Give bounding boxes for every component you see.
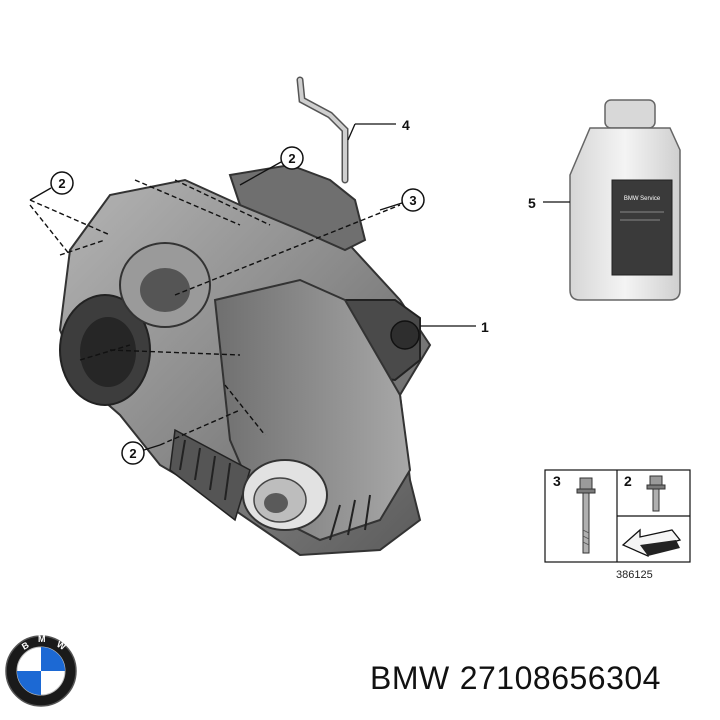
callout-1: 1 <box>420 319 489 335</box>
svg-text:3: 3 <box>409 193 416 208</box>
reference-code: 386125 <box>616 569 653 581</box>
short-bolt-icon <box>646 475 666 512</box>
svg-text:2: 2 <box>58 176 65 191</box>
brand-name: BMW <box>370 660 450 696</box>
callout-2-top-middle: 2 <box>239 146 304 186</box>
callout-2-top-left: 2 <box>29 171 74 201</box>
transfer-case-illustration <box>29 76 432 557</box>
legend-number-3: 3 <box>553 473 561 489</box>
callout-5: 5 <box>528 195 570 211</box>
svg-text:M: M <box>38 634 46 644</box>
oil-bottle-illustration: BMW Service <box>569 99 681 301</box>
legend-number-2: 2 <box>624 473 632 489</box>
oil-bottle-label: BMW Service <box>624 196 661 202</box>
part-number: 27108656304 <box>459 660 661 696</box>
svg-text:5: 5 <box>528 195 536 211</box>
svg-text:2: 2 <box>129 446 136 461</box>
svg-text:2: 2 <box>288 151 295 166</box>
svg-text:4: 4 <box>402 117 410 133</box>
svg-text:1: 1 <box>481 319 489 335</box>
callout-3: 3 <box>379 188 425 212</box>
fastener-legend: 3 2 386125 <box>544 469 691 581</box>
arrow-icon <box>621 528 682 557</box>
callout-2-bottom: 2 <box>121 441 161 465</box>
long-bolt-icon <box>576 477 596 554</box>
svg-text:B: B <box>20 640 31 652</box>
callouts: 2 2 3 4 5 1 <box>29 117 570 465</box>
callout-4: 4 <box>347 117 410 141</box>
bmw-logo: B M W <box>5 634 77 707</box>
